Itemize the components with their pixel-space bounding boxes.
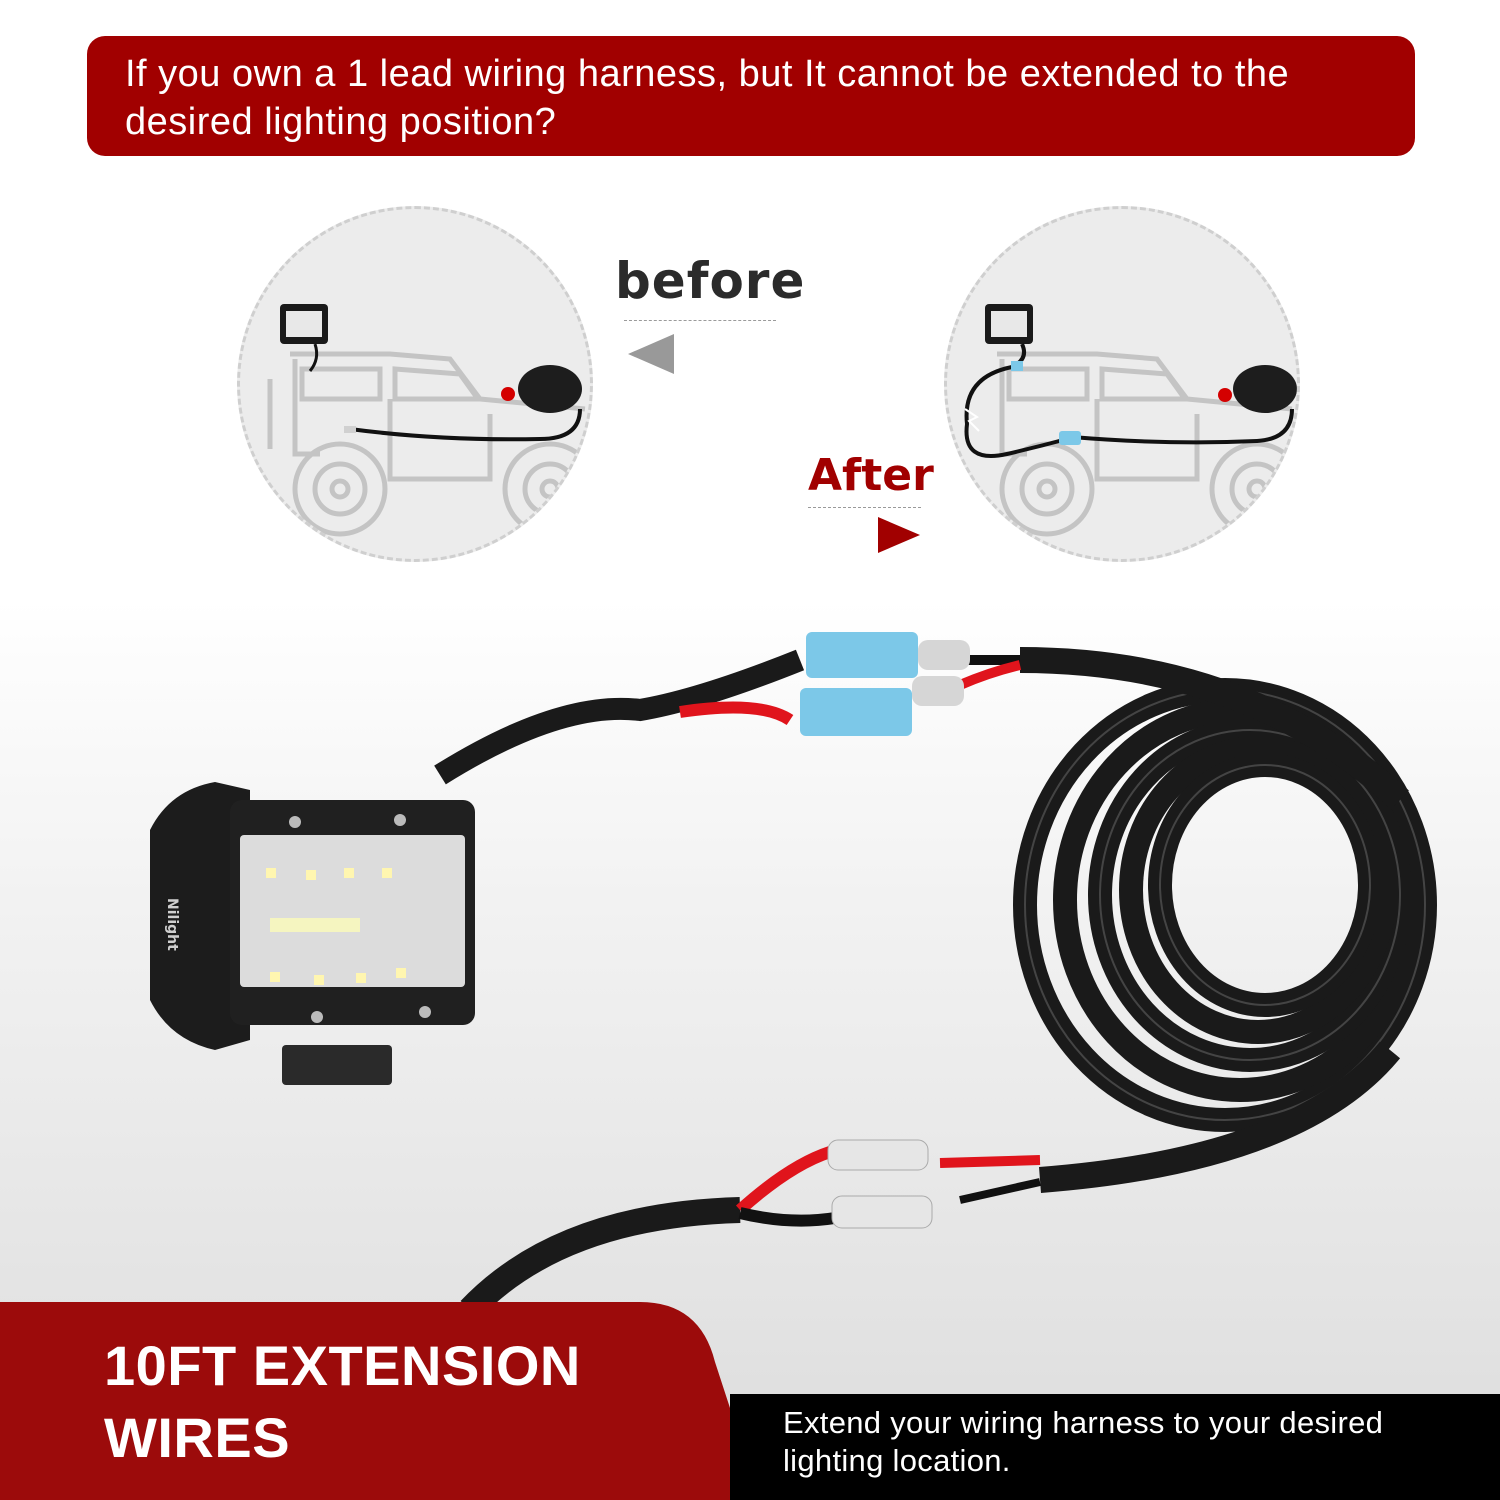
footer-title-panel [0,1302,760,1500]
question-line-1: If you own a 1 lead wiring harness, but … [125,53,1290,95]
footer-description-line-1: Extend your wiring harness to your desir… [783,1405,1384,1440]
before-label: before [615,252,806,310]
footer-title-line-1: 10FT EXTENSION [104,1334,581,1397]
spade-connector-icon [827,1139,933,1229]
product-illustration: Nilight [150,632,1437,1320]
brand-logo: Nilight [164,898,180,951]
question-line-2: desired lighting position? [125,101,557,143]
arrow-right-icon [878,517,920,553]
after-divider [808,507,921,508]
footer-description-panel [730,1394,1500,1500]
after-illustration [944,206,1300,562]
led-light-pod-icon: Nilight [150,782,475,1085]
footer-description: Extend your wiring harness to your desir… [783,1404,1383,1480]
before-illustration [237,206,593,562]
footer-description-line-2: lighting location. [783,1443,1011,1478]
truck-after-icon [964,304,1297,537]
after-label: After [808,450,934,501]
blue-connector-icon [800,632,970,736]
footer-title-line-2: WIRES [104,1406,291,1469]
footer-title: 10FT EXTENSION WIRES [104,1330,581,1474]
before-divider [624,320,776,321]
arrow-left-icon [628,334,674,374]
truck-before-icon [267,304,590,537]
question-banner: If you own a 1 lead wiring harness, but … [87,36,1415,156]
